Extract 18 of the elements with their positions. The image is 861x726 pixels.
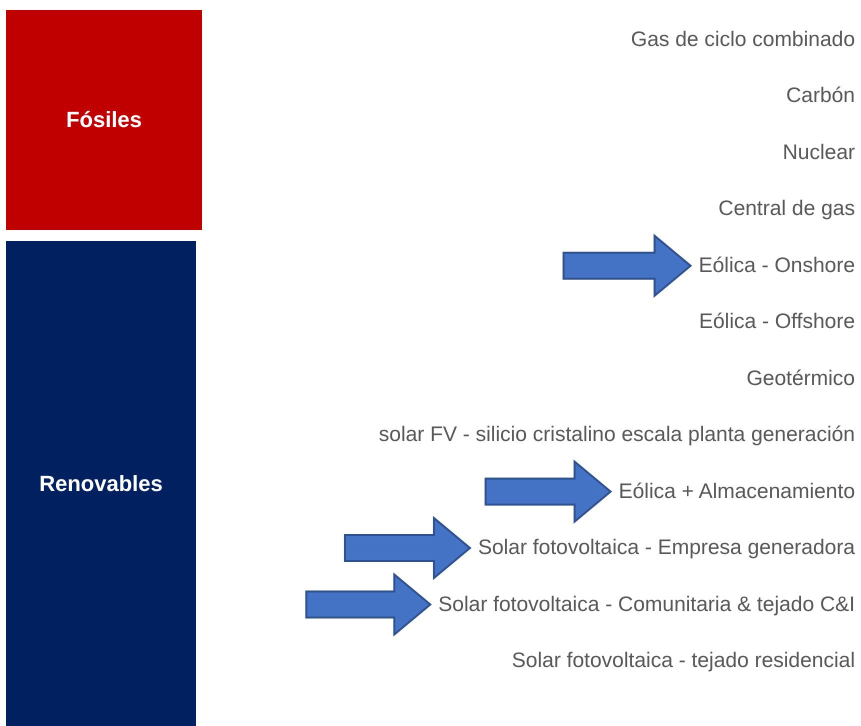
block-arrow — [344, 516, 472, 580]
technology-label: Gas de ciclo combinado — [630, 26, 855, 54]
technology-label: Carbón — [786, 82, 855, 110]
technology-label: Solar fotovoltaica - Empresa generadora — [470, 534, 855, 562]
technology-label: Central de gas — [718, 195, 855, 224]
technology-label: Eólica - Onshore — [690, 252, 855, 280]
category-band: Fósiles — [6, 10, 202, 230]
technology-label: Eólica + Almacenamiento — [610, 478, 855, 506]
block-arrow — [562, 234, 692, 298]
technology-label: Geotérmico — [746, 364, 855, 393]
technology-label: Nuclear — [782, 138, 855, 167]
technology-label: Eólica - Offshore — [698, 308, 855, 336]
block-arrow — [305, 572, 432, 637]
technology-label: Solar fotovoltaica - tejado residencial — [512, 646, 855, 675]
category-band: Renovables — [6, 241, 196, 726]
technology-label: solar FV - silicio cristalino escala planta generación — [378, 421, 855, 450]
technology-label: Solar fotovoltaica - Comunitaria & tejado C&I — [430, 590, 855, 618]
block-arrow — [484, 459, 612, 524]
